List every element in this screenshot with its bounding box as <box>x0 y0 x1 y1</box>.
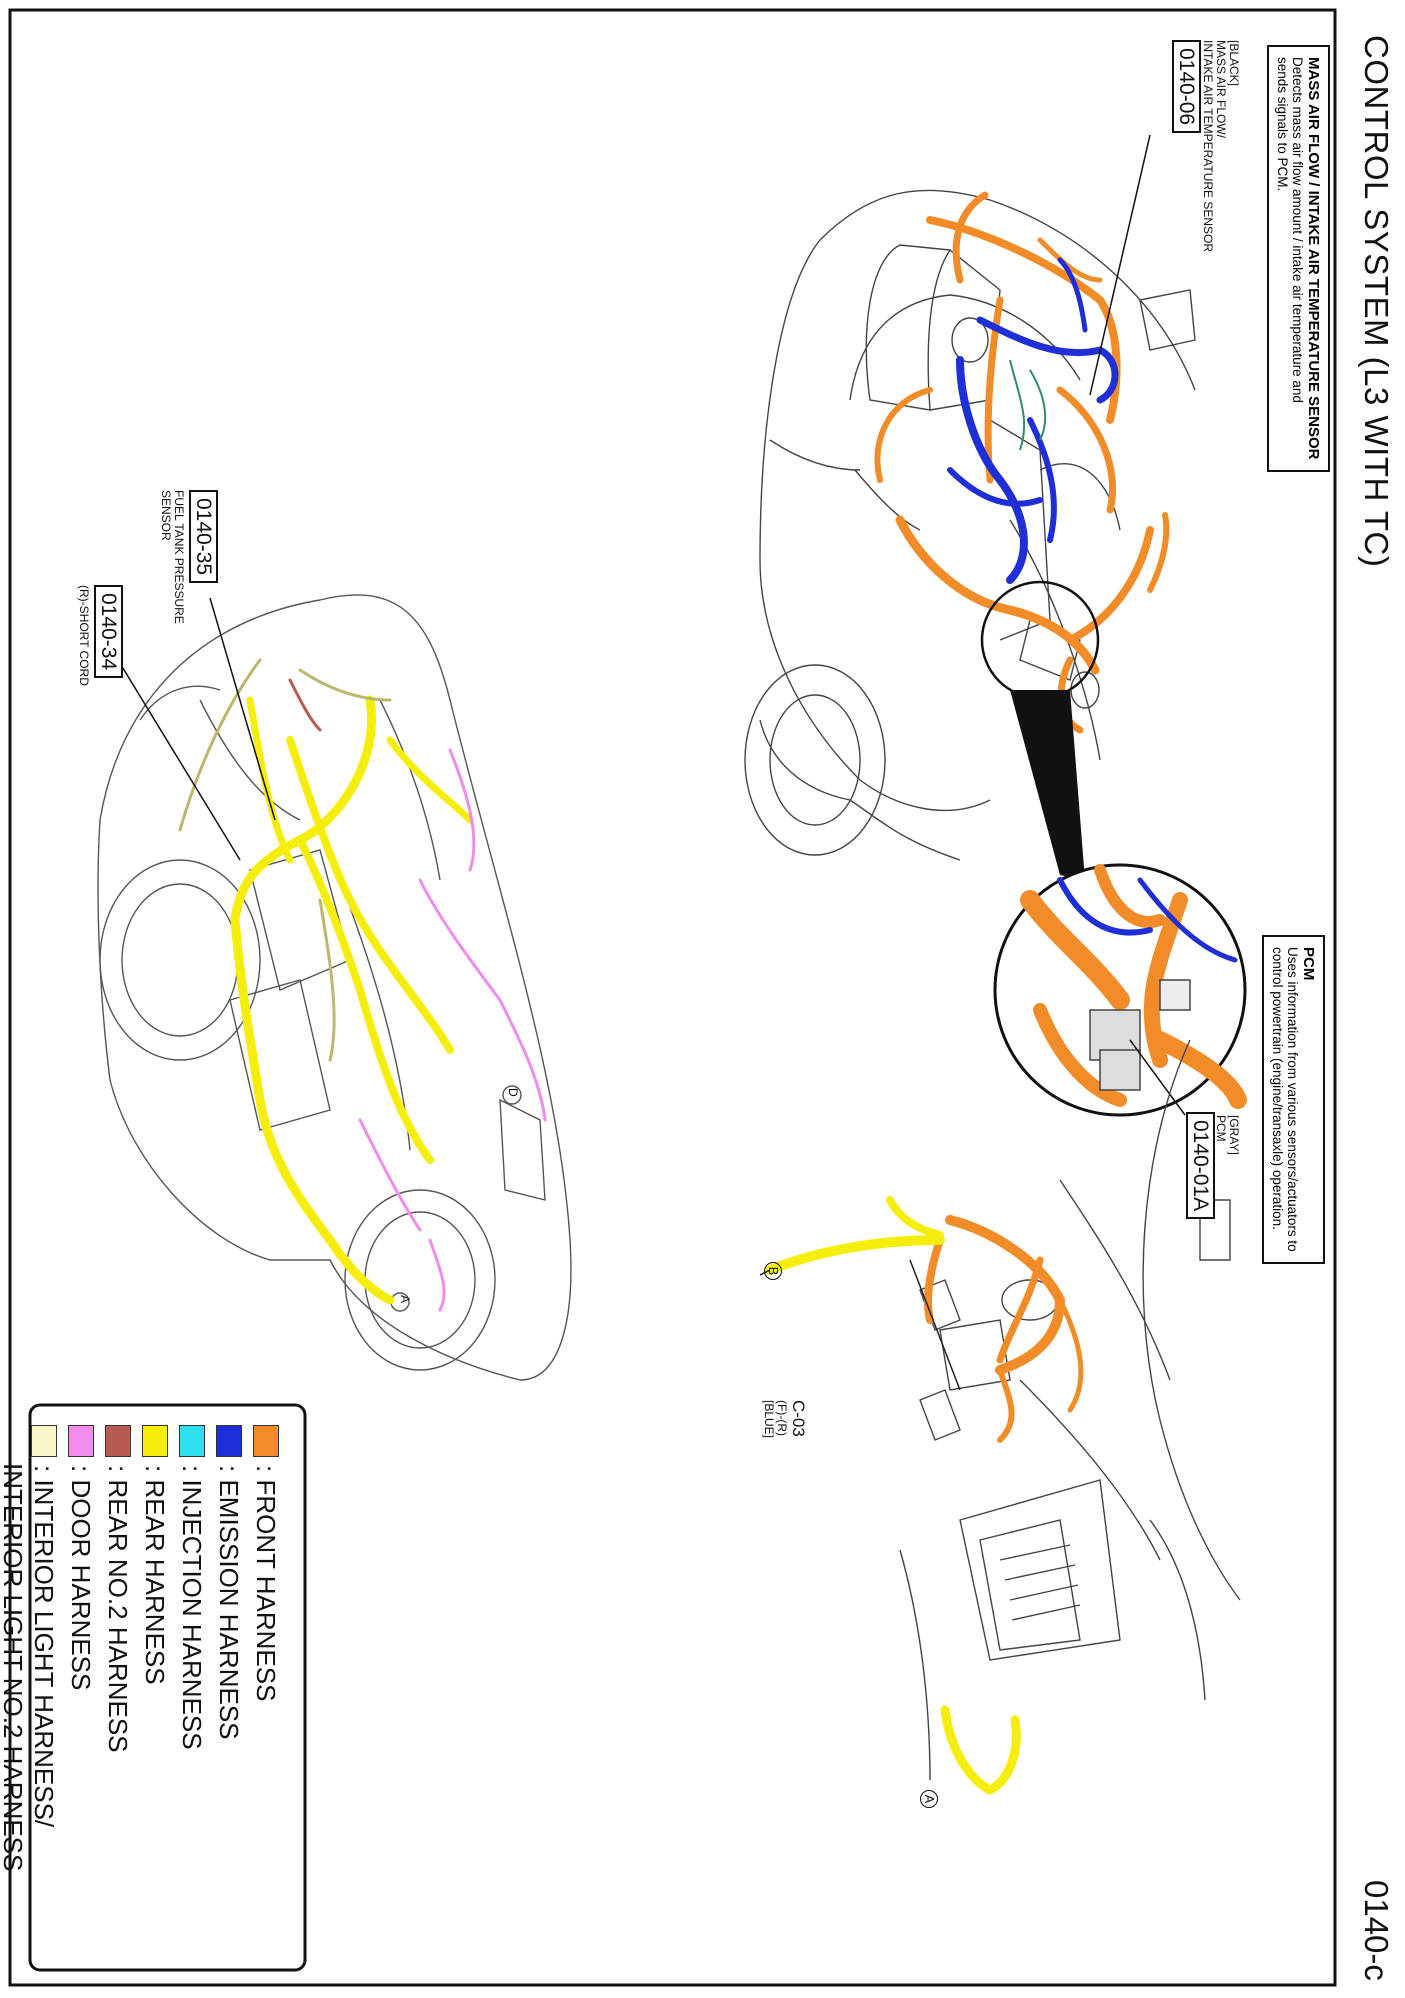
legend-swatch <box>216 1425 243 1457</box>
c03-leader-line <box>909 1259 961 1391</box>
vehicle-body-illustration <box>97 594 572 1381</box>
maf-line-2: sends signals to PCM. <box>1275 57 1290 192</box>
maf-description-box: MASS AIR FLOW / INTAKE AIR TEMPERATURE S… <box>1267 45 1330 472</box>
c03-side: (F)-(R) <box>775 1400 789 1436</box>
legend-label: : REAR NO.2 HARNESS <box>103 1465 134 1753</box>
page-number: 0140-c <box>1358 1880 1395 1981</box>
c03-color: [BLUE] <box>762 1400 776 1439</box>
fuel-tank-name-2: SENSOR <box>159 490 173 541</box>
c03-code[interactable]: C-03 <box>789 1400 808 1437</box>
vehicle-rear-harness <box>230 695 474 1305</box>
pcm-color: [GRAY] <box>1227 1115 1241 1155</box>
legend-swatch <box>105 1425 132 1457</box>
legend-item: : DOOR HARNESS <box>63 1425 100 1871</box>
vehicle-interior-light-harness <box>178 658 392 1062</box>
maf-name-2: INTAKE AIR TEMPERATURE SENSOR <box>1201 40 1215 253</box>
legend-item: : INTERIOR LIGHT HARNESS/ <box>26 1425 63 1871</box>
short-cord-label: (R)-SHORT CORD <box>77 585 91 686</box>
legend-label: : REAR HARNESS <box>140 1465 171 1685</box>
legend-swatch <box>31 1425 58 1457</box>
legend-label: : INJECTION HARNESS <box>177 1465 208 1750</box>
legend-item: : REAR HARNESS <box>137 1425 174 1871</box>
fuel-tank-name-1: FUEL TANK PRESSURE <box>172 490 186 624</box>
engine-emission-harness <box>947 257 1119 584</box>
maf-heading: MASS AIR FLOW / INTAKE AIR TEMPERATURE S… <box>1305 57 1322 460</box>
maf-color: [BLACK] <box>1227 40 1241 87</box>
engine-bay-illustration <box>744 189 1196 861</box>
legend-swatch <box>179 1425 206 1457</box>
pcm-line-2: control powertrain (engine/transaxle) op… <box>1270 947 1285 1230</box>
page-frame <box>8 8 1337 1987</box>
dashboard-front-harness <box>924 1215 1084 1443</box>
marker-b-dash: B <box>764 1262 782 1280</box>
fuel-tank-code[interactable]: 0140-35 <box>189 490 218 584</box>
legend-swatch <box>142 1425 169 1457</box>
legend-swatch <box>68 1425 95 1457</box>
fuel-tank-code-wrap: 0140-35 <box>189 490 218 584</box>
legend-item: : REAR NO.2 HARNESS <box>100 1425 137 1871</box>
vehicle-rear2-harness <box>288 678 322 732</box>
short-cord-name: (R)-SHORT CORD <box>77 585 91 686</box>
marker-d-body: D <box>506 1088 520 1097</box>
short-cord-code[interactable]: 0140-34 <box>94 585 123 679</box>
legend-label: : INTERIOR LIGHT HARNESS/ <box>29 1465 60 1828</box>
pcm-label: [GRAY] PCM <box>1214 1115 1241 1155</box>
legend-item: : EMISSION HARNESS <box>211 1425 248 1871</box>
engine-injection-harness <box>1009 359 1047 451</box>
short-cord-code-wrap: 0140-34 <box>94 585 123 679</box>
pcm-name: PCM <box>1214 1115 1228 1142</box>
harness-legend: : FRONT HARNESS: EMISSION HARNESS: INJEC… <box>0 1425 285 1871</box>
legend-swatch <box>253 1425 280 1457</box>
legend-item: : FRONT HARNESS <box>248 1425 285 1871</box>
legend-label: : FRONT HARNESS <box>251 1465 282 1702</box>
fuel-tank-label: FUEL TANK PRESSURE SENSOR <box>159 490 186 624</box>
pcm-description-box: PCM Uses information from various sensor… <box>1262 935 1325 1264</box>
legend-frame <box>28 1403 307 1972</box>
maf-code-wrap: 0140-06 <box>1172 40 1201 134</box>
maf-label: [BLACK] MASS AIR FLOW/ INTAKE AIR TEMPER… <box>1201 40 1241 253</box>
marker-a-dash: A <box>920 1790 938 1808</box>
c03-label: C-03 (F)-(R) [BLUE] <box>762 1400 808 1438</box>
maf-line-1: Detects mass air flow amount / intake ai… <box>1290 57 1305 403</box>
maf-leader-line <box>1089 134 1151 396</box>
maf-code[interactable]: 0140-06 <box>1172 40 1201 134</box>
pcm-code[interactable]: 0140-01A <box>1186 1112 1215 1220</box>
pcm-zoom-callout <box>980 580 1247 1117</box>
legend-label: : EMISSION HARNESS <box>214 1465 245 1740</box>
dashboard-rear-harness <box>765 1196 1021 1795</box>
legend-label: : DOOR HARNESS <box>66 1465 97 1691</box>
pcm-heading: PCM <box>1300 947 1317 981</box>
pcm-line-1: Uses information from various sensors/ac… <box>1285 947 1300 1252</box>
page-title: CONTROL SYSTEM (L3 WITH TC) <box>1358 35 1395 568</box>
marker-a-body: A <box>398 1295 412 1304</box>
fuel-tank-leader-line <box>209 597 276 821</box>
legend-extra-line: INTERIOR LIGHT NO.2 HARNESS <box>0 1463 28 1872</box>
maf-name-1: MASS AIR FLOW/ <box>1214 40 1228 139</box>
vehicle-door-harness <box>358 748 547 1312</box>
pcm-code-wrap: 0140-01A <box>1186 1112 1215 1220</box>
legend-item: : INJECTION HARNESS <box>174 1425 211 1871</box>
short-cord-leader-line <box>117 659 241 861</box>
legend-rows: : FRONT HARNESS: EMISSION HARNESS: INJEC… <box>26 1425 285 1871</box>
